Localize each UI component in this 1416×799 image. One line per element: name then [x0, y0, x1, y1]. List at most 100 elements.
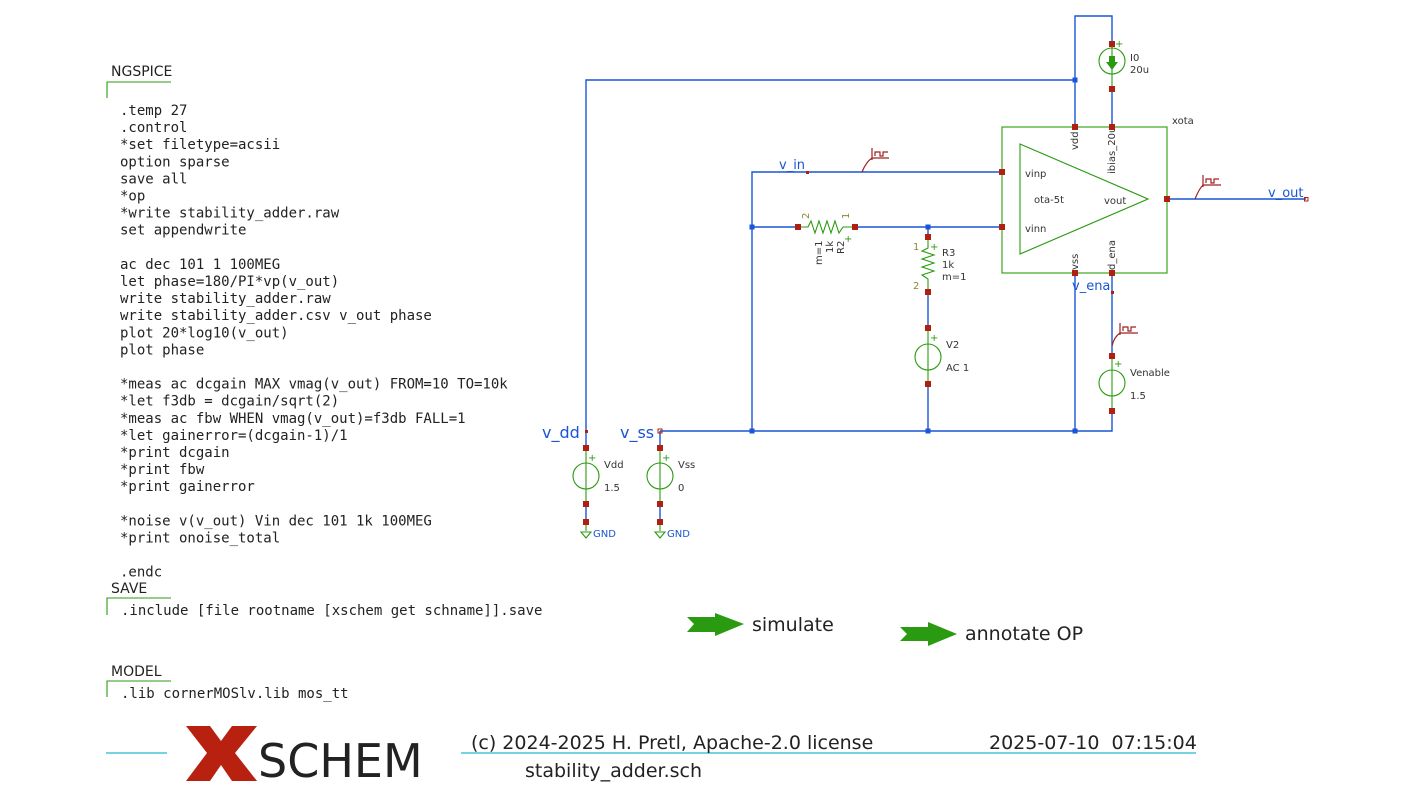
- wire-vdd-top[interactable]: [585, 79, 1075, 431]
- vdd-value: 1.5: [604, 483, 620, 494]
- voltage-source-circle: [914, 343, 942, 371]
- svg-text:1: 1: [913, 242, 919, 253]
- pin-marker: [1109, 86, 1115, 92]
- v2-value: AC 1: [946, 363, 969, 374]
- i0-name: I0: [1130, 53, 1139, 64]
- resistor-r2[interactable]: + 2 1 m=1 1k R2: [795, 213, 858, 265]
- ota-pin-ena: d_ena: [1107, 240, 1118, 270]
- r2-mult: m=1: [814, 241, 825, 265]
- probe-lead: [1111, 332, 1121, 347]
- voltage-source-circle: [572, 462, 600, 490]
- ota-triangle: [1019, 143, 1150, 255]
- pin-marker: [1109, 353, 1115, 359]
- voltage-source-v2[interactable]: + V2 AC 1: [914, 325, 969, 387]
- ngspice-code-line: .endc: [120, 565, 162, 581]
- voltage-source-circle: [1098, 369, 1126, 397]
- ngspice-code-line: plot phase: [120, 342, 204, 358]
- venable-value: 1.5: [1130, 391, 1146, 402]
- wire-vin[interactable]: [751, 171, 1002, 431]
- r3-mult: m=1: [942, 272, 966, 283]
- ground-icon: [653, 525, 667, 539]
- net-label-vss[interactable]: v_ss: [620, 423, 654, 443]
- wire-vss-rail[interactable]: [660, 411, 1113, 432]
- ota-pin-vinp: vinp: [1025, 169, 1046, 180]
- svg-text:1: 1: [841, 213, 852, 219]
- ngspice-code-line: *write stability_adder.raw: [120, 206, 340, 222]
- pin-marker: [1109, 270, 1115, 276]
- junction-dot: [925, 224, 931, 230]
- ngspice-code-line: *noise v(v_out) Vin dec 101 1k 100MEG: [120, 513, 432, 529]
- save-code-block[interactable]: SAVE .include [file rootname [xschem get…: [106, 581, 542, 619]
- save-block-title: SAVE: [111, 581, 147, 597]
- r3-value: 1k: [942, 260, 954, 271]
- net-label-vdd[interactable]: v_dd: [542, 423, 580, 443]
- current-source-circle: [1098, 47, 1126, 75]
- ota-pin-ibias: ibias_20u: [1107, 127, 1118, 174]
- voltage-source-venable[interactable]: + Venable 1.5: [1098, 353, 1170, 414]
- ngspice-code-line: ac dec 101 1 100MEG: [120, 257, 280, 273]
- pin-marker: [583, 445, 589, 451]
- ngspice-code-line: *print onoise_total: [120, 531, 280, 547]
- ota-pin-vss: vss: [1070, 254, 1081, 270]
- pin-marker: [925, 234, 931, 240]
- current-source-i0[interactable]: + I0 20u: [1098, 39, 1149, 92]
- probe-vout[interactable]: [1194, 175, 1221, 200]
- voltage-source-vss[interactable]: + Vss 0 GND: [646, 445, 695, 540]
- ngspice-code-line: *meas ac fbw WHEN vmag(v_out)=f3db FALL=…: [120, 411, 466, 427]
- pin-marker: [583, 501, 589, 507]
- probe-waveform-icon: [871, 148, 889, 160]
- ota-pin-vinn: vinn: [1025, 224, 1046, 235]
- simulate-button[interactable]: simulate: [687, 613, 834, 636]
- ngspice-code-line: *let gainerror=(dcgain-1)/1: [120, 428, 348, 444]
- ngspice-code-line: plot 20*log10(v_out): [120, 325, 289, 341]
- model-code-block[interactable]: MODEL .lib cornerMOSlv.lib mos_tt: [106, 664, 349, 702]
- ngspice-code-block[interactable]: NGSPICE .temp 27.control*set filetype=ac…: [106, 64, 508, 581]
- wires: [585, 15, 1306, 523]
- pin-marker: [1072, 270, 1078, 276]
- annotate-op-button[interactable]: annotate OP: [900, 622, 1083, 646]
- junction-dot: [1072, 77, 1078, 83]
- ngspice-code-line: *let f3db = dcgain/sqrt(2): [120, 394, 339, 410]
- net-label-vena[interactable]: v_ena: [1072, 279, 1110, 294]
- venable-name: Venable: [1130, 368, 1170, 379]
- net-label-vin[interactable]: v_in: [779, 158, 805, 173]
- probe-vin[interactable]: [861, 148, 889, 173]
- ground-icon: [579, 525, 593, 539]
- r2-name: R2: [836, 241, 847, 254]
- vss-name: Vss: [678, 460, 695, 471]
- ota-symbol[interactable]: xota ota-5t vinp vinn vout vdd ibias_20u…: [999, 116, 1194, 276]
- ngspice-code-line: .control: [120, 120, 187, 136]
- wire-vdd-i0[interactable]: [1074, 15, 1113, 80]
- ngspice-code-line: .temp 27: [120, 103, 187, 119]
- ngspice-code-lines: .temp 27.control*set filetype=acsiioptio…: [120, 103, 508, 581]
- resistor-zigzag: [920, 240, 936, 289]
- net-label-vdd-anchor: [585, 430, 588, 433]
- net-label-vout[interactable]: v_out: [1268, 186, 1303, 201]
- logo-x-mark: [186, 726, 257, 781]
- model-block-corner: [106, 680, 171, 697]
- ngspice-code-line: *op: [120, 189, 145, 205]
- probe-waveform-icon: [1202, 175, 1221, 187]
- svg-text:+: +: [930, 242, 938, 253]
- junction-dot: [925, 428, 931, 434]
- annotate-op-label: annotate OP: [965, 623, 1083, 645]
- ngspice-code-line: option sparse: [120, 154, 230, 170]
- vdd-name: Vdd: [604, 460, 624, 471]
- ngspice-code-line: *set filetype=acsii: [120, 137, 280, 153]
- pin-marker: [925, 381, 931, 387]
- pin-marker: [1072, 124, 1078, 130]
- svg-text:+: +: [662, 453, 670, 464]
- resistor-r3[interactable]: + 1 2 R3 1k m=1: [913, 234, 966, 295]
- voltage-source-vdd[interactable]: + Vdd 1.5 GND: [572, 445, 624, 540]
- green-arrow-icon: [687, 613, 744, 636]
- resistor-zigzag: [801, 219, 852, 235]
- pin-marker: [1109, 124, 1115, 130]
- junction-dot: [749, 428, 755, 434]
- pin-marker: [999, 169, 1005, 175]
- probe-vena[interactable]: [1111, 323, 1138, 347]
- ota-pin-vout: vout: [1104, 196, 1126, 207]
- pin-marker: [999, 224, 1005, 230]
- ngspice-code-line: *print gainerror: [120, 479, 255, 495]
- svg-text:+: +: [1114, 359, 1122, 370]
